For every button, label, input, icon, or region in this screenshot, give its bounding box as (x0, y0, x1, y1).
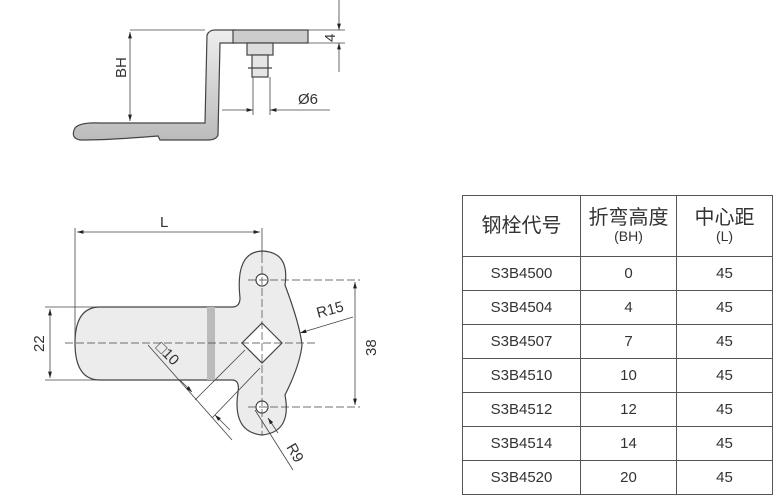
header-code: 钢栓代号 (462, 195, 581, 257)
header-center-distance-sub: (L) (715, 228, 734, 244)
header-bend-height: 折弯高度(BH) (580, 195, 677, 257)
header-bend-height-title: 折弯高度 (588, 207, 669, 229)
cell-bh: 12 (580, 392, 677, 427)
header-center-distance-title: 中心距 (694, 207, 755, 229)
cell-bh: 14 (580, 426, 677, 461)
cell-l: 45 (676, 324, 773, 359)
cell-bh: 10 (580, 358, 677, 393)
cell-code: S3B4500 (462, 256, 581, 291)
top-view (45, 228, 360, 471)
cell-code: S3B4507 (462, 324, 581, 359)
width-label: 22 (31, 335, 48, 352)
thickness-label: 4 (322, 34, 339, 42)
length-label: L (160, 214, 168, 231)
cell-code: S3B4510 (462, 358, 581, 393)
radius-small-label: R9 (283, 441, 307, 466)
cell-bh: 0 (580, 256, 677, 291)
cell-l: 45 (676, 290, 773, 325)
cell-l: 45 (676, 460, 773, 495)
header-bend-height-sub: (BH) (614, 228, 643, 244)
radius-large-label: R15 (315, 298, 346, 322)
header-center-distance: 中心距(L) (676, 195, 773, 257)
cell-bh: 4 (580, 290, 677, 325)
pin-diameter-label: Ø6 (298, 91, 318, 108)
bh-label: BH (113, 57, 130, 78)
cell-bh: 7 (580, 324, 677, 359)
cell-l: 45 (676, 358, 773, 393)
cell-l: 45 (676, 426, 773, 461)
side-view (72, 0, 345, 141)
header-code-title: 钢栓代号 (481, 215, 562, 237)
cell-code: S3B4514 (462, 426, 581, 461)
cell-code: S3B4512 (462, 392, 581, 427)
cell-bh: 20 (580, 460, 677, 495)
cell-code: S3B4504 (462, 290, 581, 325)
cell-l: 45 (676, 392, 773, 427)
cell-l: 45 (676, 256, 773, 291)
cell-code: S3B4520 (462, 460, 581, 495)
hole-spacing-label: 38 (363, 339, 380, 356)
